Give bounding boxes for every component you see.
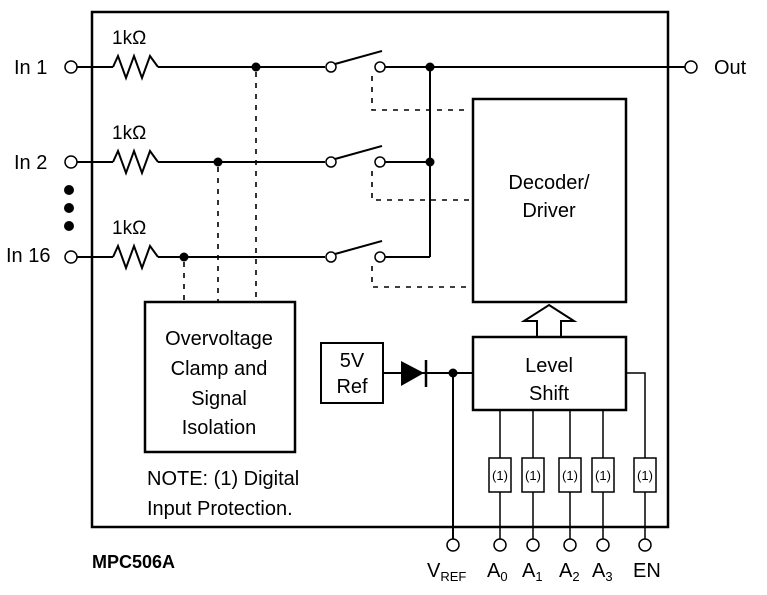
switch-contact-16a xyxy=(325,251,337,263)
pin-en-line: (1) xyxy=(626,372,657,539)
ref-label-line1: 5V xyxy=(340,350,365,372)
part-number: MPC506A xyxy=(92,552,175,572)
switch-contact-2b xyxy=(374,156,386,168)
junction-1 xyxy=(251,62,261,72)
ellipsis-dot-3 xyxy=(64,221,74,231)
pin-a2-line: (1) xyxy=(558,410,582,539)
pin-terminal-a1 xyxy=(526,538,540,552)
ellipsis-dot-2 xyxy=(64,203,74,213)
pin-terminal-a3 xyxy=(596,538,610,552)
pin-a3-line: (1) xyxy=(591,410,615,539)
protection-label-a1: (1) xyxy=(525,468,541,483)
note-line1: NOTE: (1) Digital xyxy=(147,468,299,490)
protection-label-a2: (1) xyxy=(562,468,578,483)
resistor-label-2: 1kΩ xyxy=(112,123,146,144)
input-terminal-16 xyxy=(64,250,78,264)
pin-label-a1: A1 xyxy=(522,560,543,584)
switch-arm-1 xyxy=(334,50,383,65)
switch-contact-16b xyxy=(374,251,386,263)
decoder-label-line1: Decoder/ xyxy=(508,172,590,194)
diode-icon xyxy=(401,361,424,386)
pin-terminal-en xyxy=(638,538,652,552)
input-label-2: In 2 xyxy=(14,152,47,174)
level-shift-label-line1: Level xyxy=(525,355,573,377)
resistor-label-1: 1kΩ xyxy=(112,28,146,49)
resistor-2 xyxy=(112,148,159,176)
ref-label-line2: Ref xyxy=(336,376,368,398)
switch-arm-2 xyxy=(334,145,383,160)
switch-contact-1a xyxy=(325,61,337,73)
resistor-1 xyxy=(112,53,159,81)
junction-16 xyxy=(179,252,189,262)
overvoltage-label-line1: Overvoltage xyxy=(165,328,273,350)
protection-label-a3: (1) xyxy=(595,468,611,483)
switch-arm-16 xyxy=(334,240,383,255)
pin-terminal-a2 xyxy=(563,538,577,552)
decoder-driver-block: Decoder/ Driver xyxy=(471,97,628,304)
output-label: Out xyxy=(714,57,747,79)
input-terminal-2 xyxy=(64,155,78,169)
pin-label-vref: VREF xyxy=(427,560,466,584)
output-terminal xyxy=(684,60,698,74)
overvoltage-label-line4: Isolation xyxy=(182,417,257,439)
switch-contact-2a xyxy=(325,156,337,168)
voltage-reference-block: 5V Ref xyxy=(320,342,384,404)
input-channel-16: In 16 1kΩ xyxy=(6,218,470,288)
resistor-16 xyxy=(112,243,159,271)
hollow-arrow xyxy=(520,303,578,338)
protection-label-a0: (1) xyxy=(492,468,508,483)
switch-contact-1b xyxy=(374,61,386,73)
input-label-1: In 1 xyxy=(14,57,47,79)
overvoltage-label-line3: Signal xyxy=(191,388,247,410)
overvoltage-block: Overvoltage Clamp and Signal Isolation xyxy=(143,300,297,454)
level-shift-block: Level Shift xyxy=(471,335,628,412)
pin-label-en: EN xyxy=(633,560,661,582)
overvoltage-label-line2: Clamp and xyxy=(171,358,268,380)
decoder-label-line2: Driver xyxy=(522,200,576,222)
junction-2 xyxy=(213,157,223,167)
pin-a0-line: (1) xyxy=(488,410,512,539)
pin-terminal-a0 xyxy=(493,538,507,552)
pin-label-a2: A2 xyxy=(559,560,580,584)
ellipsis-dot-1 xyxy=(64,185,74,195)
pin-label-a3: A3 xyxy=(592,560,613,584)
input-label-16: In 16 xyxy=(6,245,50,267)
chip-outline xyxy=(90,10,670,529)
note-line2: Input Protection. xyxy=(147,498,293,520)
input-channel-2: In 2 1kΩ xyxy=(14,123,470,201)
input-terminal-1 xyxy=(64,60,78,74)
pin-label-a0: A0 xyxy=(487,560,508,584)
resistor-label-16: 1kΩ xyxy=(112,218,146,239)
pin-a1-line: (1) xyxy=(521,410,545,539)
protection-label-en: (1) xyxy=(637,468,653,483)
pin-terminal-vref xyxy=(446,538,460,552)
level-shift-label-line2: Shift xyxy=(529,383,569,405)
input-channel-1: In 1 1kΩ xyxy=(14,28,685,111)
